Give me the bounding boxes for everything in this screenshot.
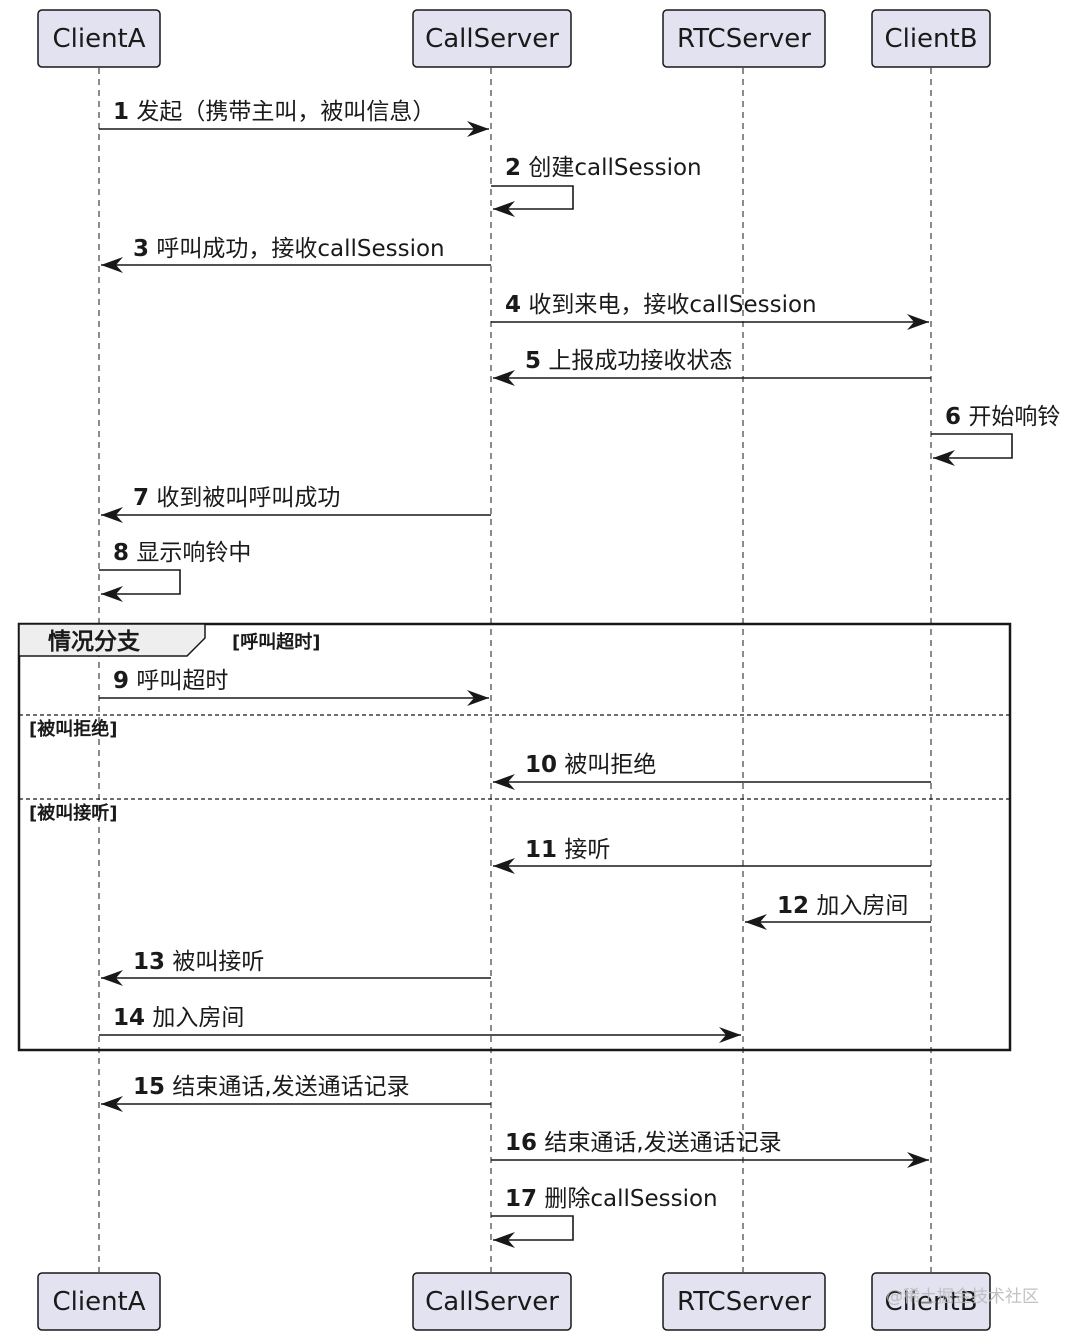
participant-label: ClientB bbox=[884, 1287, 977, 1317]
message-label: 15 结束通话,发送通话记录 bbox=[133, 1074, 410, 1100]
message-7: 7 收到被叫呼叫成功 bbox=[101, 485, 491, 523]
message-13: 13 被叫接听 bbox=[101, 949, 491, 986]
message-label: 3 呼叫成功，接收callSession bbox=[133, 236, 445, 262]
message-1: 1 发起（携带主叫，被叫信息） bbox=[99, 99, 489, 137]
message-8: 8 显示响铃中 bbox=[99, 540, 251, 602]
message-6: 6 开始响铃 bbox=[931, 404, 1060, 466]
fragment-guard: [被叫拒绝] bbox=[29, 718, 117, 740]
message-3: 3 呼叫成功，接收callSession bbox=[101, 236, 491, 273]
message-11: 11 接听 bbox=[493, 837, 931, 874]
message-label: 13 被叫接听 bbox=[133, 949, 264, 975]
message-arrow bbox=[931, 433, 1013, 466]
message-9: 9 呼叫超时 bbox=[99, 668, 489, 706]
message-arrow bbox=[491, 185, 574, 217]
participant-callserver-bottom: CallServer bbox=[412, 1272, 572, 1331]
participant-clienta-top: ClientA bbox=[37, 9, 161, 68]
participant-rtcserver-bottom: RTCServer bbox=[662, 1272, 826, 1331]
participant-label: RTCServer bbox=[677, 24, 811, 54]
watermark: @稀土掘金技术社区 bbox=[886, 1287, 1039, 1307]
message-label: 2 创建callSession bbox=[505, 155, 702, 181]
message-label: 9 呼叫超时 bbox=[113, 668, 228, 694]
fragment-guard: [被叫接听] bbox=[29, 802, 117, 824]
fragment-title: 情况分支 bbox=[48, 629, 141, 655]
fragment-title-tab bbox=[18, 623, 206, 657]
message-10: 10 被叫拒绝 bbox=[493, 752, 931, 790]
message-12: 12 加入房间 bbox=[745, 893, 931, 930]
message-2: 2 创建callSession bbox=[491, 155, 702, 217]
message-15: 15 结束通话,发送通话记录 bbox=[101, 1074, 491, 1112]
message-16: 16 结束通话,发送通话记录 bbox=[491, 1130, 929, 1168]
fragment-guard: [呼叫超时] bbox=[232, 631, 320, 653]
message-label: 1 发起（携带主叫，被叫信息） bbox=[113, 99, 435, 125]
participant-callserver-top: CallServer bbox=[412, 9, 572, 68]
participant-label: RTCServer bbox=[677, 1287, 811, 1317]
participant-clientb-top: ClientB bbox=[871, 9, 991, 68]
participant-label: ClientA bbox=[52, 1287, 145, 1317]
participant-rtcserver-top: RTCServer bbox=[662, 9, 826, 68]
participant-label: CallServer bbox=[425, 1287, 559, 1317]
message-arrow bbox=[491, 1215, 574, 1248]
participant-label: ClientB bbox=[884, 24, 977, 54]
participant-clienta-bottom: ClientA bbox=[37, 1272, 161, 1331]
message-4: 4 收到来电，接收callSession bbox=[491, 292, 929, 330]
message-label: 8 显示响铃中 bbox=[113, 540, 251, 566]
participant-label: ClientA bbox=[52, 24, 145, 54]
participant-clientb-bottom: ClientB bbox=[871, 1272, 991, 1331]
message-label: 14 加入房间 bbox=[113, 1005, 244, 1031]
message-label: 5 上报成功接收状态 bbox=[525, 348, 732, 374]
message-label: 12 加入房间 bbox=[777, 893, 908, 919]
message-label: 10 被叫拒绝 bbox=[525, 752, 656, 778]
message-17: 17 删除callSession bbox=[491, 1186, 718, 1248]
message-14: 14 加入房间 bbox=[99, 1005, 741, 1043]
message-arrow bbox=[99, 569, 181, 602]
message-label: 11 接听 bbox=[525, 837, 610, 863]
message-label: 6 开始响铃 bbox=[945, 404, 1060, 430]
participant-label: CallServer bbox=[425, 24, 559, 54]
message-label: 17 删除callSession bbox=[505, 1186, 718, 1212]
message-label: 7 收到被叫呼叫成功 bbox=[133, 485, 340, 511]
message-label: 4 收到来电，接收callSession bbox=[505, 292, 817, 318]
message-5: 5 上报成功接收状态 bbox=[493, 348, 931, 386]
message-label: 16 结束通话,发送通话记录 bbox=[505, 1130, 782, 1156]
alt-fragment: 情况分支 [呼叫超时] [被叫拒绝] [被叫接听] bbox=[17, 622, 1012, 1052]
